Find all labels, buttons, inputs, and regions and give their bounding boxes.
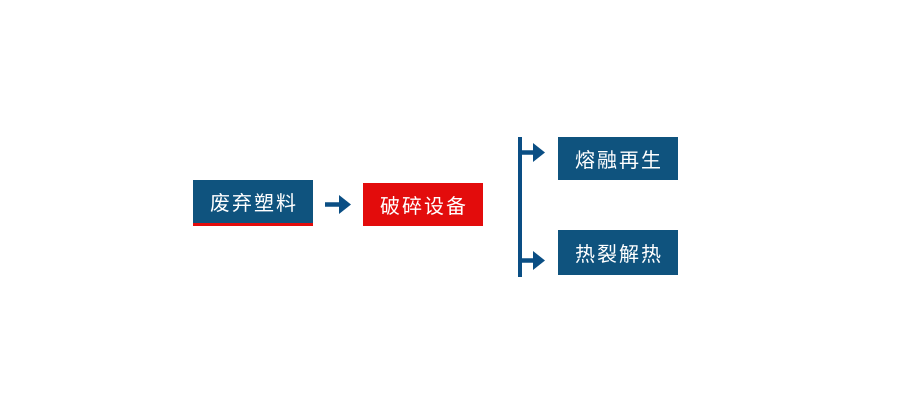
node-melt-regeneration-label: 熔融再生 [575,150,663,172]
node-melt-regeneration: 熔融再生 [558,137,678,180]
branch-arrow-top-icon [520,143,545,162]
node-pyrolysis-heat-label: 热裂解热 [575,244,663,266]
branch-arrow-bottom-icon [520,251,545,270]
arrow-right-icon [325,195,351,214]
node-waste-plastic-label: 废弃塑料 [210,193,298,215]
branch-connector-line [518,137,522,277]
node-crushing-equipment-label: 破碎设备 [380,196,468,218]
node-crushing-equipment: 破碎设备 [363,183,483,226]
node-pyrolysis-heat: 热裂解热 [558,230,678,275]
node-waste-plastic: 废弃塑料 [193,180,313,226]
